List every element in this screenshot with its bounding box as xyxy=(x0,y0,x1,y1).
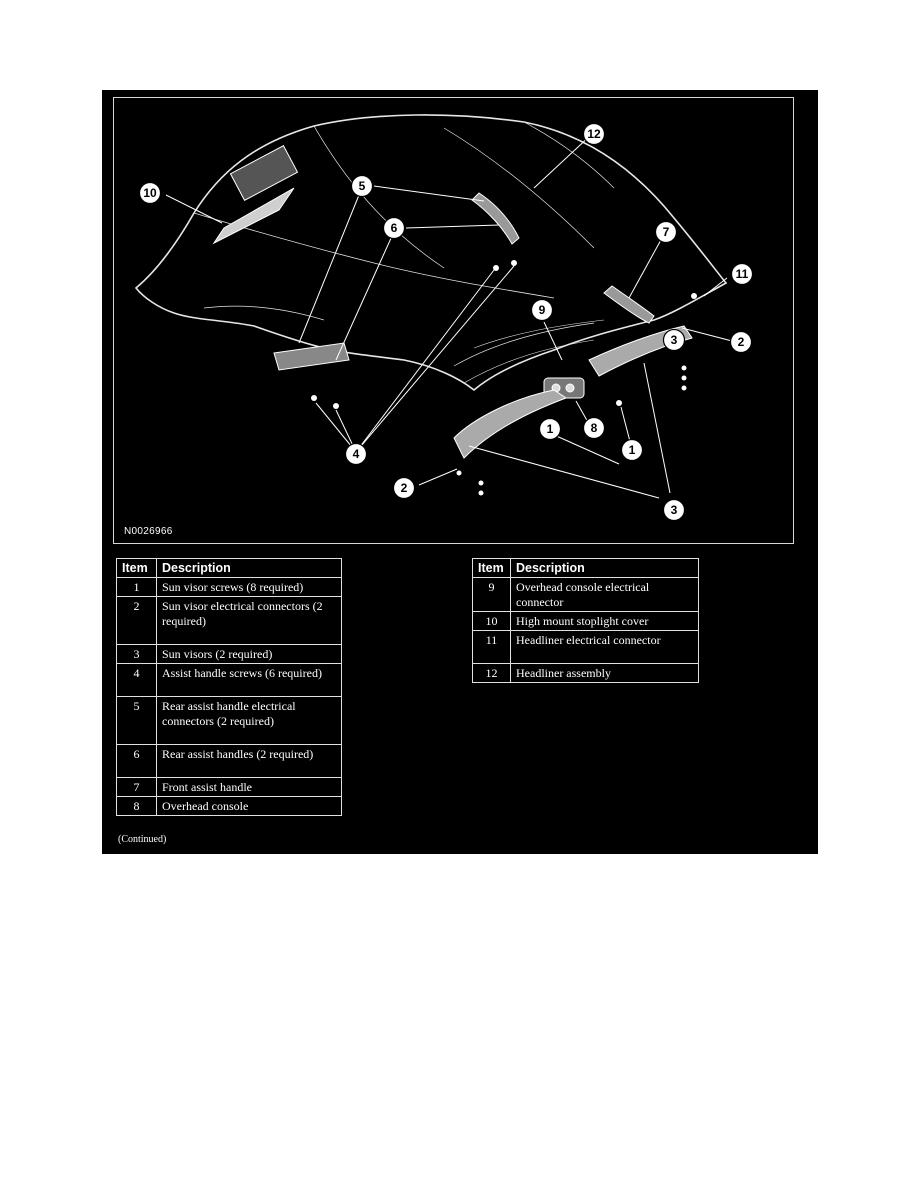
item-number: 7 xyxy=(116,777,157,797)
item-description: Overhead console xyxy=(156,796,342,816)
svg-text:10: 10 xyxy=(143,186,157,200)
svg-text:9: 9 xyxy=(539,303,546,317)
item-description: Sun visor screws (8 required) xyxy=(156,577,342,597)
item-description: Sun visor electrical connectors (2 requi… xyxy=(156,596,342,645)
continued-note: (Continued) xyxy=(118,834,167,845)
item-number: 3 xyxy=(116,644,157,664)
item-description: Rear assist handles (2 required) xyxy=(156,744,342,778)
rear-assist-handle-top xyxy=(471,192,520,245)
stoplight-cover xyxy=(212,187,295,245)
item-number: 6 xyxy=(116,744,157,778)
callout-10: 10 xyxy=(138,181,162,205)
svg-text:3: 3 xyxy=(671,503,678,517)
item-number: 1 xyxy=(116,577,157,597)
callout-9: 9 xyxy=(530,298,554,322)
header-item: Item xyxy=(472,558,511,578)
callout-2: 2 xyxy=(729,330,753,354)
header-description: Description xyxy=(156,558,342,578)
item-number: 2 xyxy=(116,596,157,645)
callout-3: 3 xyxy=(662,498,686,522)
item-description: Headliner electrical connector xyxy=(510,630,699,664)
svg-text:1: 1 xyxy=(547,422,554,436)
item-description: Sun visors (2 required) xyxy=(156,644,342,664)
svg-text:7: 7 xyxy=(663,225,670,239)
callout-8: 8 xyxy=(582,416,606,440)
front-assist-handle xyxy=(603,285,655,324)
header-description: Description xyxy=(510,558,699,578)
item-number: 11 xyxy=(472,630,511,664)
item-description: Front assist handle xyxy=(156,777,342,797)
figure-code: N0026966 xyxy=(124,526,173,537)
callout-2: 2 xyxy=(392,476,416,500)
item-description: High mount stoplight cover xyxy=(510,611,699,631)
header-item: Item xyxy=(116,558,157,578)
item-description: Assist handle screws (6 required) xyxy=(156,663,342,697)
svg-text:11: 11 xyxy=(736,267,749,281)
item-number: 10 xyxy=(472,611,511,631)
callout-11: 11 xyxy=(730,262,754,286)
svg-text:8: 8 xyxy=(591,421,598,435)
item-description: Overhead console electrical connector xyxy=(510,577,699,612)
callout-5: 5 xyxy=(350,174,374,198)
svg-text:4: 4 xyxy=(353,447,360,461)
item-number: 9 xyxy=(472,577,511,612)
callout-3: 3 xyxy=(662,328,686,352)
callout-1: 1 xyxy=(620,438,644,462)
item-number: 4 xyxy=(116,663,157,697)
item-number: 12 xyxy=(472,663,511,683)
item-number: 8 xyxy=(116,796,157,816)
callout-4: 4 xyxy=(344,442,368,466)
rear-assist-handle-left xyxy=(273,342,350,371)
svg-text:5: 5 xyxy=(359,179,366,193)
svg-text:1: 1 xyxy=(629,443,636,457)
item-description: Rear assist handle electrical connectors… xyxy=(156,696,342,745)
sun-visor-left xyxy=(453,389,568,459)
callout-12: 12 xyxy=(582,122,606,146)
callout-6: 6 xyxy=(382,216,406,240)
table-header-row: Item Description xyxy=(472,558,699,578)
item-description: Headliner assembly xyxy=(510,663,699,683)
table-header-row: Item Description xyxy=(116,558,342,578)
item-number: 5 xyxy=(116,696,157,745)
svg-text:2: 2 xyxy=(401,481,408,495)
svg-text:2: 2 xyxy=(738,335,745,349)
callout-1: 1 xyxy=(538,417,562,441)
svg-text:6: 6 xyxy=(391,221,398,235)
svg-text:3: 3 xyxy=(671,333,678,347)
svg-text:12: 12 xyxy=(587,127,601,141)
callout-7: 7 xyxy=(654,220,678,244)
